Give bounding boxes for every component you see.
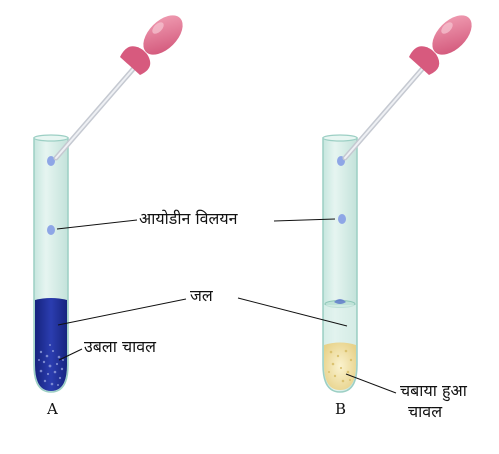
chewed-rice-b <box>324 342 356 390</box>
iodine-stained-liquid-a <box>35 298 67 391</box>
label-iodine-solution: आयोडीन विलयन <box>139 209 238 228</box>
tube-label-b: B <box>335 400 347 418</box>
iodine-drop <box>338 214 346 224</box>
label-water: जल <box>190 286 213 305</box>
boiled-rice-grains <box>38 344 64 386</box>
label-chewed-rice-line2: चावल <box>408 402 443 421</box>
test-tube-b <box>322 134 358 393</box>
iodine-drop <box>47 156 55 166</box>
tube-label-a: A <box>47 400 58 418</box>
label-boiled-rice: उबला चावल <box>84 337 157 356</box>
leader-lines <box>56 218 397 394</box>
dropper-icon <box>53 15 183 161</box>
dropper-icon <box>342 15 472 161</box>
iodine-drop <box>47 225 55 235</box>
label-chewed-rice-line1: चबाया हुआ <box>400 381 467 400</box>
test-tube-a <box>33 134 69 393</box>
